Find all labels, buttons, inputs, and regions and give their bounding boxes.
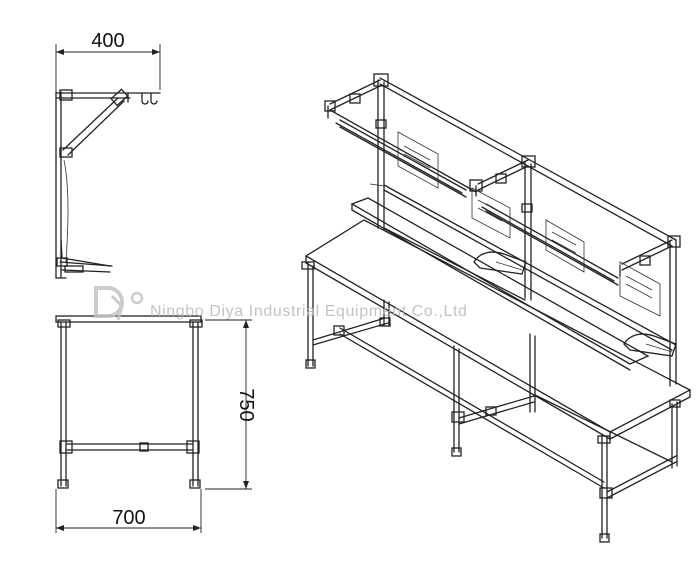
top-width-label: 400 <box>91 30 124 52</box>
company-watermark: Ningbo Diya Industrial Equipment Co.,Ltd <box>150 303 468 320</box>
desk-corner-joints <box>301 261 681 444</box>
dimension-bottom: 700 <box>55 489 202 533</box>
back-uprights <box>327 79 677 387</box>
light-bars <box>335 119 619 286</box>
lower-rails <box>312 317 677 499</box>
watermark: Ningbo Diya Industrial Equipment Co.,Ltd <box>94 286 468 321</box>
isometric-view <box>301 73 692 543</box>
company-logo-icon <box>94 286 144 321</box>
back-panel <box>369 183 677 351</box>
upper-shelf-frame <box>55 88 161 279</box>
desk-side-frame <box>55 315 203 489</box>
bottom-width-label: 700 <box>112 507 145 529</box>
dimension-height: 750 <box>205 319 257 490</box>
sign-glyph-icon <box>403 145 653 299</box>
side-view: 400 <box>55 30 257 533</box>
tilted-shelf <box>350 197 650 371</box>
dimension-top: 400 <box>55 30 161 92</box>
sign-panels <box>397 131 661 317</box>
parts-bins <box>473 251 677 357</box>
desk-legs <box>305 262 678 543</box>
top-rails <box>324 73 681 271</box>
height-label: 750 <box>235 388 257 421</box>
